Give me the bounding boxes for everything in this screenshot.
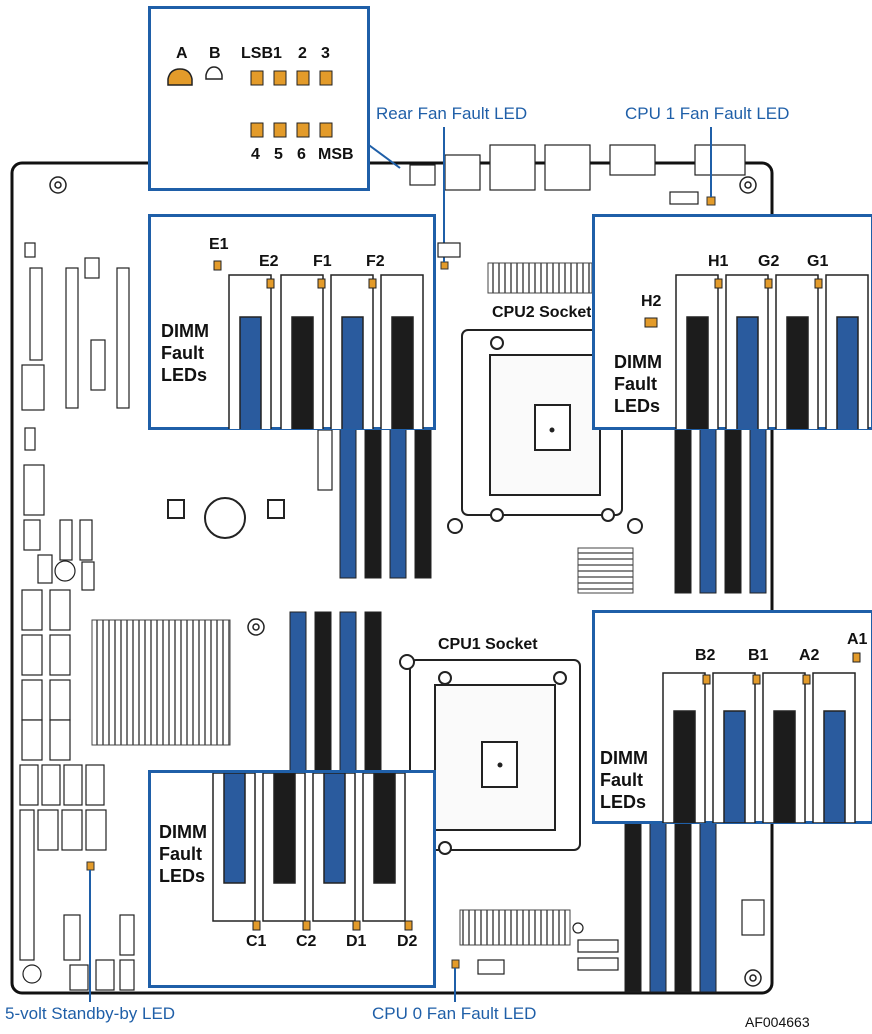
- led-lsb-label: LSB: [241, 45, 273, 62]
- led-a-label: A: [176, 45, 188, 62]
- dimm-led-c1-label: C1: [246, 933, 267, 950]
- cpu1-socket: [399, 654, 581, 855]
- dimm-led-h1-label: H1: [708, 253, 729, 270]
- dimm-led-f2-label: F2: [366, 253, 385, 270]
- battery: [167, 497, 285, 539]
- dimm-led-d1-label: D1: [346, 933, 367, 950]
- dimm-led-g2-label: G2: [758, 253, 780, 270]
- left-connectors: [19, 242, 135, 991]
- dimm-led-b1-label: B1: [748, 647, 769, 664]
- led-msb-label: MSB: [318, 146, 354, 163]
- dimm-led-a2-label: A2: [799, 647, 820, 664]
- diag-leds: [167, 66, 333, 138]
- standby-led: [86, 861, 95, 871]
- dimm-slots-ab: [662, 652, 861, 823]
- mounting-holes: [49, 176, 762, 987]
- rear-io-connectors: [409, 144, 746, 205]
- dimm-led-d2-label: D2: [397, 933, 418, 950]
- led-b-label: B: [209, 45, 221, 62]
- led-2-label: 2: [298, 45, 307, 62]
- heatsink-top: [487, 262, 593, 294]
- cpu1-socket-label: CPU1 Socket: [438, 636, 538, 653]
- chipset-grid: [577, 547, 634, 594]
- cpu2-socket: [447, 329, 643, 534]
- diagnostic-led-panel: A B LSB 1 2 3 4 5 6 MSB: [148, 6, 370, 191]
- standby-led-label: 5-volt Standby-by LED: [5, 1004, 176, 1023]
- dimm-led-e2-label: E2: [259, 253, 279, 270]
- cpu0-fan-fault-led-label: CPU 0 Fan Fault LED: [372, 1004, 537, 1023]
- dimm-slots-extended: [289, 427, 767, 993]
- figure-id: AF004663: [745, 1014, 810, 1030]
- heatsink-bottom: [459, 909, 571, 946]
- dimm-led-e1-label: E1: [209, 236, 229, 253]
- dimm-led-a1-label: A1: [847, 631, 868, 648]
- cpu1-fan-led: [706, 196, 716, 206]
- heatsink-left: [91, 619, 231, 746]
- misc-headers: [437, 242, 765, 975]
- dimm-led-c2-label: C2: [296, 933, 317, 950]
- led-5-label: 5: [274, 146, 283, 163]
- pcie-slots: [65, 257, 333, 491]
- led-4-label: 4: [251, 146, 260, 163]
- dimm-led-f1-label: F1: [313, 253, 332, 270]
- led-6-label: 6: [297, 146, 306, 163]
- dimm-led-h2-label: H2: [641, 293, 662, 310]
- dimm-led-g1-label: G1: [807, 253, 829, 270]
- cpu1-fan-fault-led-label: CPU 1 Fan Fault LED: [625, 104, 790, 123]
- rear-fan-fault-led-label: Rear Fan Fault LED: [376, 104, 528, 123]
- cpu0-fan-led: [451, 959, 460, 969]
- rear-fan-led: [440, 261, 449, 270]
- dimm-slots-cd: [212, 773, 413, 931]
- dimm-led-b2-label: B2: [695, 647, 716, 664]
- dimm-slots-gh: [644, 274, 869, 429]
- dimm-slots-ef: [213, 260, 424, 429]
- cpu2-socket-label: CPU2 Socket: [492, 304, 591, 321]
- led-1-label: 1: [273, 45, 282, 62]
- led-3-label: 3: [321, 45, 330, 62]
